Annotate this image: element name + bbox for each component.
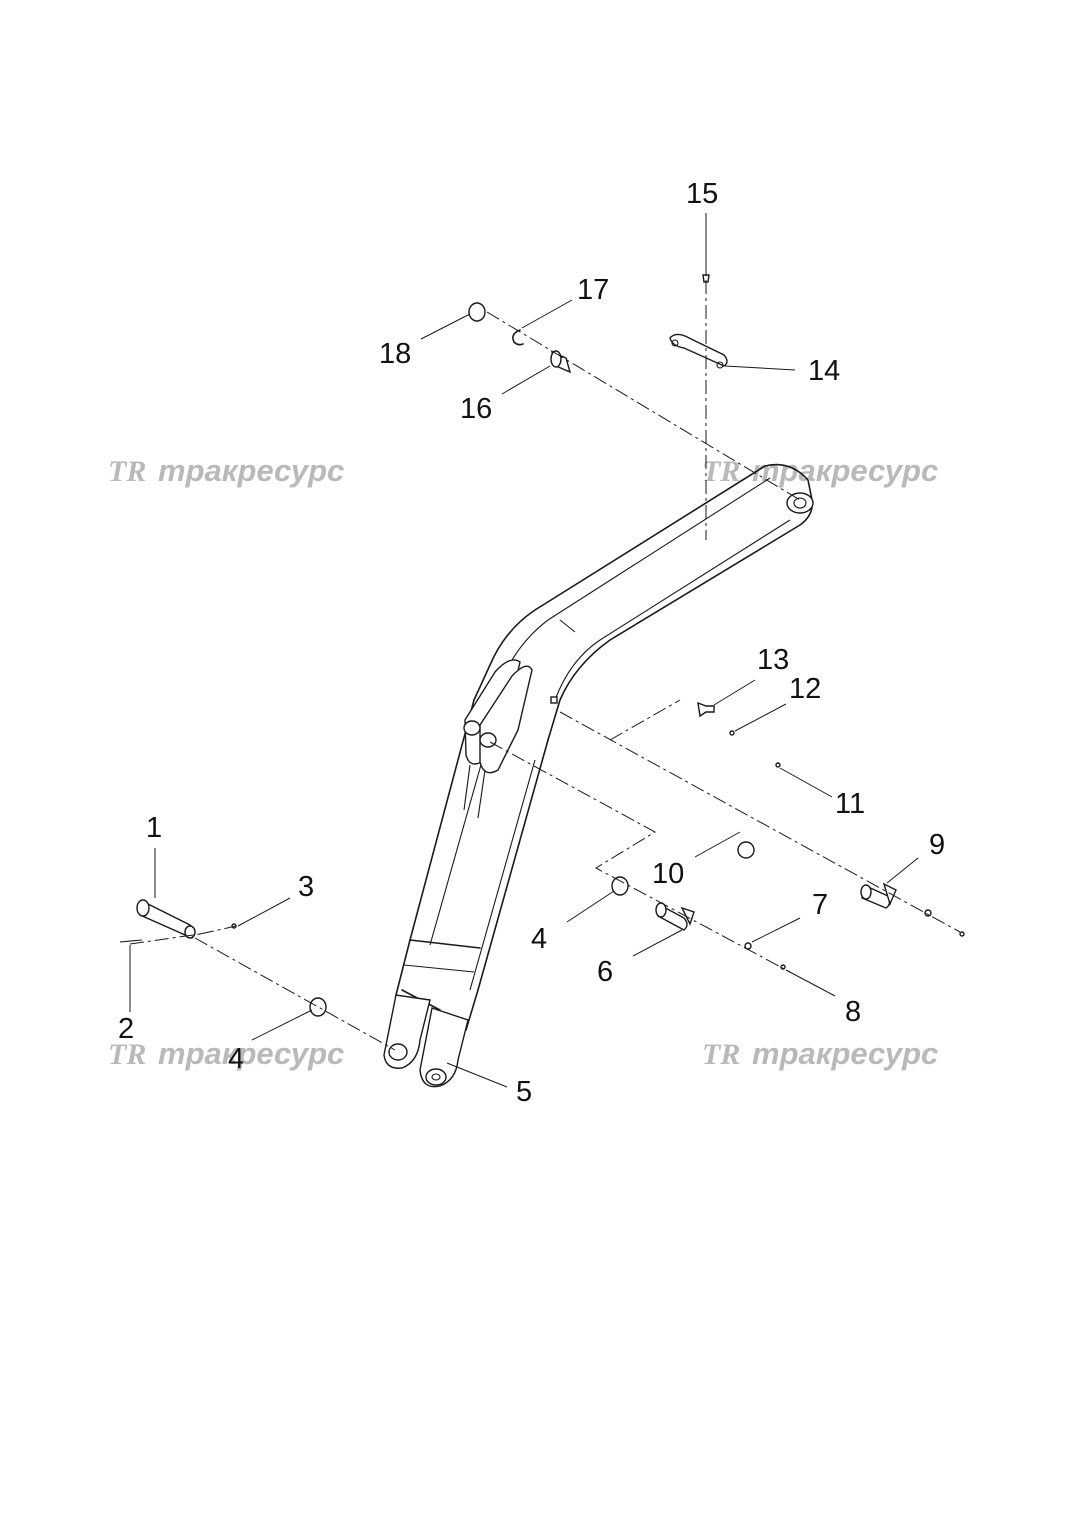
callout-8: 8 xyxy=(845,996,861,1028)
washer-part-4-mid xyxy=(611,876,629,896)
ring-part-18 xyxy=(468,302,486,322)
washer-part-4-left xyxy=(309,997,327,1017)
watermark-logo: TR xyxy=(702,1038,740,1071)
callout-15: 15 xyxy=(686,178,718,210)
watermark-text: тракресурс xyxy=(158,453,344,488)
bolt-part-9-end xyxy=(959,931,965,937)
nut-part-12 xyxy=(729,730,735,736)
callout-labels: 1 2 3 4 4 5 6 7 8 9 10 11 12 13 14 15 16… xyxy=(118,178,945,1108)
snap-ring-part-17 xyxy=(512,329,524,346)
callout-5: 5 xyxy=(516,1076,532,1108)
callout-4b: 4 xyxy=(531,923,547,955)
callout-9: 9 xyxy=(929,829,945,861)
bolt-part-15 xyxy=(702,274,710,283)
fitting-socket xyxy=(550,696,558,704)
washer-part-10 xyxy=(737,841,755,859)
watermark-logo: TR xyxy=(108,1038,146,1071)
bolt-part-11 xyxy=(775,762,781,768)
nut-part-9-end xyxy=(924,909,932,917)
boom-body xyxy=(383,463,814,1088)
cover-plate-part-14 xyxy=(669,333,728,369)
bushing-part-16 xyxy=(550,350,572,374)
fitting-part-13 xyxy=(697,701,715,718)
watermark: TR тракресурс xyxy=(702,1036,938,1071)
watermark-logo: TR xyxy=(702,455,740,488)
pin-part-1 xyxy=(136,899,196,939)
leader-lines xyxy=(129,213,919,1088)
callout-10: 10 xyxy=(652,858,684,890)
watermark-text: тракресурс xyxy=(752,453,938,488)
callout-2: 2 xyxy=(118,1013,134,1045)
watermark: TR тракресурс xyxy=(108,453,344,488)
assembly-lines xyxy=(129,230,961,1051)
callout-1: 1 xyxy=(146,812,162,844)
callout-12: 12 xyxy=(789,673,821,705)
callout-14: 14 xyxy=(808,355,840,387)
callout-6: 6 xyxy=(597,956,613,988)
callout-7: 7 xyxy=(812,889,828,921)
bolt-part-2 xyxy=(119,939,143,943)
watermark: TR тракресурс xyxy=(108,1036,344,1071)
callout-18: 18 xyxy=(379,338,411,370)
callout-3: 3 xyxy=(298,871,314,903)
watermark-logo: TR xyxy=(108,455,146,488)
watermark-text: тракресурс xyxy=(752,1036,938,1071)
callout-17: 17 xyxy=(577,274,609,306)
callout-11: 11 xyxy=(835,788,865,820)
callout-13: 13 xyxy=(757,644,789,676)
callout-16: 16 xyxy=(460,393,492,425)
callout-4: 4 xyxy=(228,1043,244,1075)
pin-part-6 xyxy=(655,902,695,931)
watermark-text: тракресурс xyxy=(158,1036,344,1071)
pin-part-9 xyxy=(860,882,897,909)
